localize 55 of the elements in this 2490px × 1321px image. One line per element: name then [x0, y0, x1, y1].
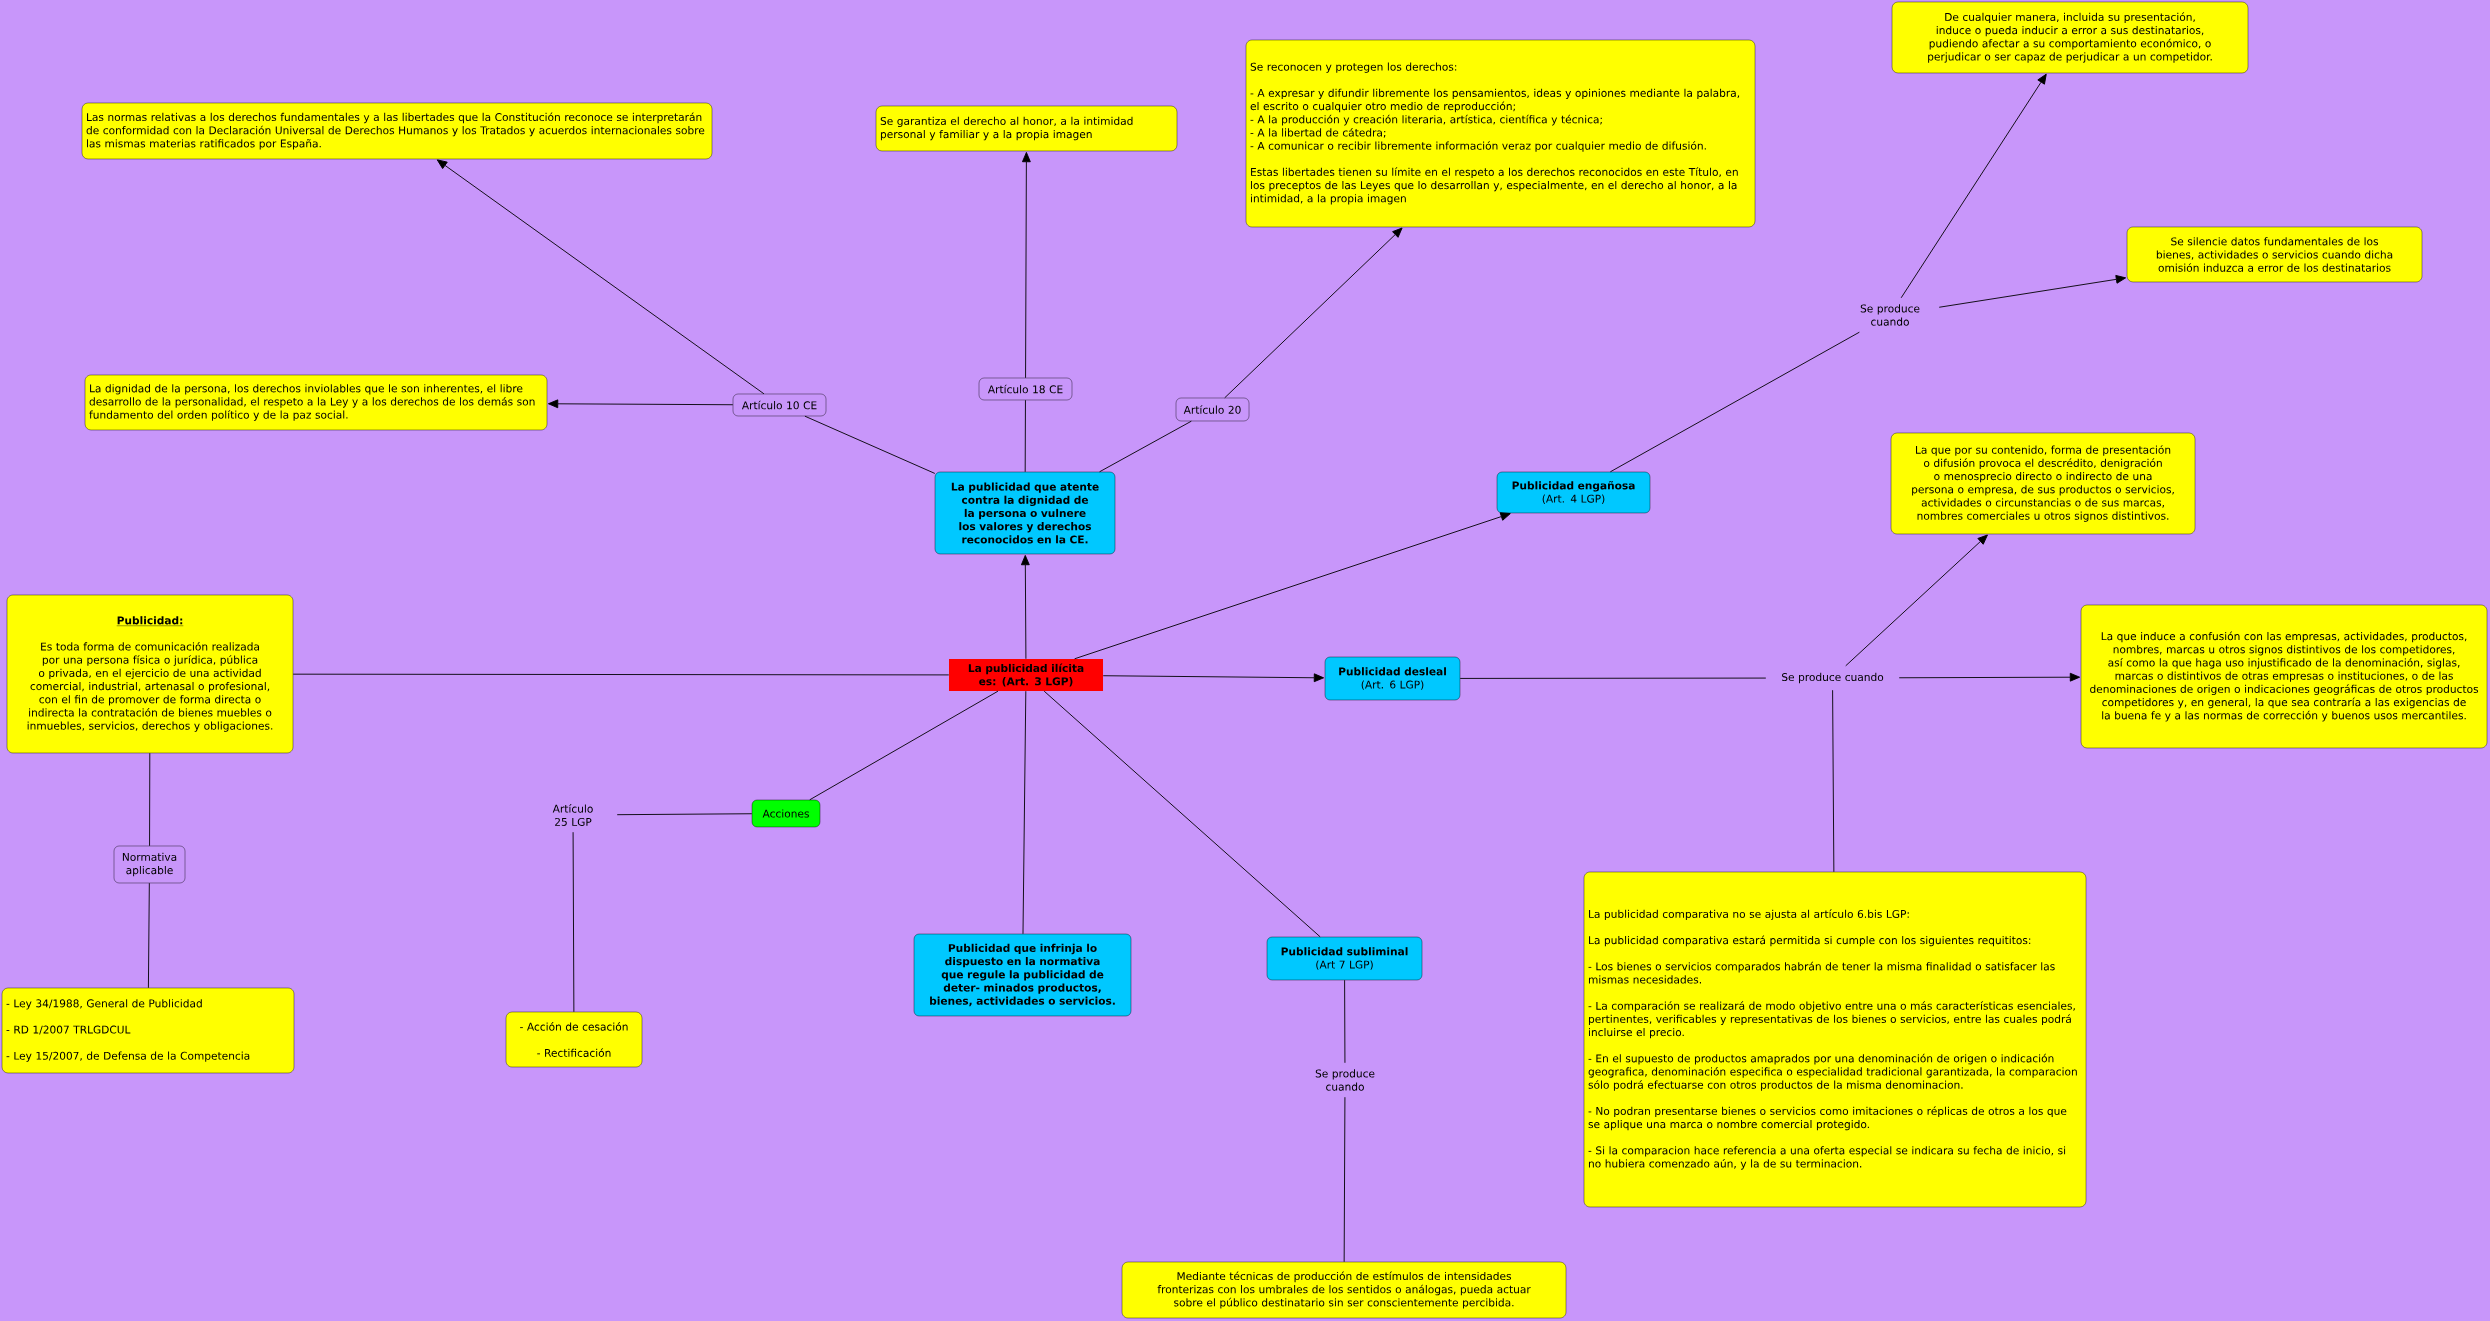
category-box: Publicidad desleal (Art. 6 LGP) [1324, 656, 1461, 701]
connector-line [147, 882, 150, 989]
connector-line [616, 813, 753, 816]
connector-line [804, 415, 936, 474]
link-box: Normativa aplicable [113, 845, 186, 884]
linking-phrase: Artículo 25 LGP [552, 804, 593, 826]
description-box: Mediante técnicas de producción de estímulos de intensidades fronterizas con los umbrales de los sentidos o análogas, pueda actuar sobre el público destinatario sin ser conscientemente percibida. [1121, 1261, 1567, 1319]
arrow [1102, 673, 1325, 683]
arrow [1224, 227, 1403, 399]
description-box: Se silencie datos fundamentales de los bienes, actividades o servicios cuando dicha omisión induzca a error de los destinatarios [2126, 226, 2423, 283]
description-box: - Acción de cesación - Rectificación [505, 1011, 643, 1068]
description-box: Las normas relativas a los derechos fundamentales y a las libertades que la Constitución reconoce se interpretarán de conformidad con la Declaración Universal de Derechos Humanos y los Tratados y acuerdos internacionales sobre las mismas materias ratificados por España. [81, 102, 713, 160]
connector-line [1099, 420, 1192, 473]
topic-box: La publicidad ilícita es: (Art. 3 LGP) [949, 659, 1103, 691]
connector-line [292, 673, 950, 676]
connector-line [1459, 677, 1767, 679]
description-box: La dignidad de la persona, los derechos inviolables que le son inherentes, el libre desarrollo de la personalidad, el respeto a la Ley y a los derechos de los demás son fundamento del orden político y de la paz social. [84, 374, 548, 431]
description-box: De cualquier manera, incluida su presentación, induce o pueda inducir a error a sus destinatarios, pudiendo afectar a su comportamiento económico, o perjudicar o ser capaz de perjudicar a un competidor. [1891, 1, 2249, 74]
link-box: Artículo 20 [1175, 397, 1250, 422]
linking-phrase: Se produce cuando [1315, 1069, 1375, 1091]
connector-line [572, 831, 575, 1013]
category-box: Publicidad subliminal (Art 7 LGP) [1266, 936, 1423, 981]
arrow [547, 399, 734, 409]
connector-line [1024, 399, 1026, 473]
description-box: La que por su contenido, forma de presentación o difusión provoca el descrédito, denigración o menosprecio directo o indirecto de una persona o empresa, de sus productos o servicios, actividades o circunstancias o de sus marcas, nombres comerciales u otros signos distintivos. [1890, 432, 2196, 535]
description-box: Publicidad: Es toda forma de comunicación realizada por una persona física o jurídica, pública o privada, en el ejercicio de una actividad comercial, industrial, artenasal o profesional, con el fin de promover de forma directa o indirecta la contratación de bienes muebles o inmuebles, servicios, derechos y obligaciones. [6, 594, 294, 754]
connector-line [1043, 690, 1321, 938]
connector-line [149, 752, 151, 847]
connector-line [1832, 689, 1835, 873]
arrow [1020, 554, 1030, 660]
action-box: Acciones [751, 799, 821, 828]
category-box: Publicidad que infrinja lo dispuesto en la normativa que regule la publicidad de deter- minados productos, bienes, actividades o servicios. [913, 933, 1132, 1017]
arrow [1845, 534, 1988, 667]
description-box: Se reconocen y protegen los derechos: - A expresar y difundir libremente los pensamientos, ideas y opiniones mediante la palabra, el escrito o cualquier otro medio de reproducción; - A la producción y creación literaria, artística, científica y técnica; - A la libertad de cátedra; - A comunicar o recibir libremente información veraz por cualquier medio de difusión. Estas libertades tienen su límite en el respeto a los derechos reconocidos en este Título, en los preceptos de las Leyes que lo desarrollan y, especialmente, en el derecho al honor, a la intimidad, a la propia imagen [1245, 39, 1756, 228]
linking-phrase: Se produce cuando [1782, 672, 1884, 684]
link-box: Artículo 18 CE [978, 377, 1073, 401]
description-box: La que induce a confusión con las empresas, actividades, productos, nombres, marcas u otros signos distintivos de los competidores, así como la que haga uso injustificado de la denominación, siglas, marcas o distintivos de otras empresas o instituciones, o de las denominaciones de origen o indicaciones geográficas de otros productos competidores y, en general, la que sea contraría a las exigencias de la buena fe y a las normas de corrección y buenos usos mercantiles. [2080, 604, 2488, 749]
arrow [1900, 73, 2047, 299]
arrow [436, 159, 765, 395]
connector-line [1609, 331, 1860, 473]
connector-line [1022, 690, 1027, 935]
description-box: La publicidad comparativa no se ajusta al artículo 6.bis LGP: La publicidad comparativa estará permitida si cumple con los siguientes requititos: - Los bienes o servicios comparados habrán de tener la misma finalidad o satisfacer las mismas necesidades. - La comparación se realizará de modo objetivo entre una o más características esenciales, pertinentes, verificables y representativas de los bienes o servicios, entre las cuales podrá incluirse el precio. - En el supuesto de productos amaprados por una denominación de origen o indicación geografica, denominación especifica o especialidad tradicional garantizada, la comparacion sólo podrá efectuarse con otros productos de la misma denominacion. - No podran presentarse bienes o servicios como imitaciones o réplicas de otros a los que se aplique una marca o nombre comercial protegido. - Si la comparacion hace referencia a una oferta especial se indicara su fecha de inicio, si no hubiera comenzado aún, y la de su terminacion. [1583, 871, 2087, 1208]
arrow [1074, 512, 1511, 660]
category-box: Publicidad engañosa (Art. 4 LGP) [1496, 471, 1651, 514]
arrow [1938, 275, 2127, 308]
connector-line [1343, 1096, 1346, 1263]
arrow [1022, 151, 1031, 379]
description-box: - Ley 34/1988, General de Publicidad - RD 1/2007 TRLGDCUL - Ley 15/2007, de Defensa de la Competencia [1, 987, 295, 1074]
arrow [1898, 672, 2081, 682]
linking-phrase: Se produce cuando [1860, 304, 1920, 326]
connector-line [1344, 979, 1346, 1064]
description-box: Se garantiza el derecho al honor, a la intimidad personal y familiar y a la propia imagen [875, 105, 1178, 152]
category-box: La publicidad que atente contra la dignidad de la persona o vulnere los valores y derechos reconocidos en la CE. [934, 471, 1116, 555]
link-box: Artículo 10 CE [732, 393, 827, 417]
connector-line [809, 690, 999, 801]
